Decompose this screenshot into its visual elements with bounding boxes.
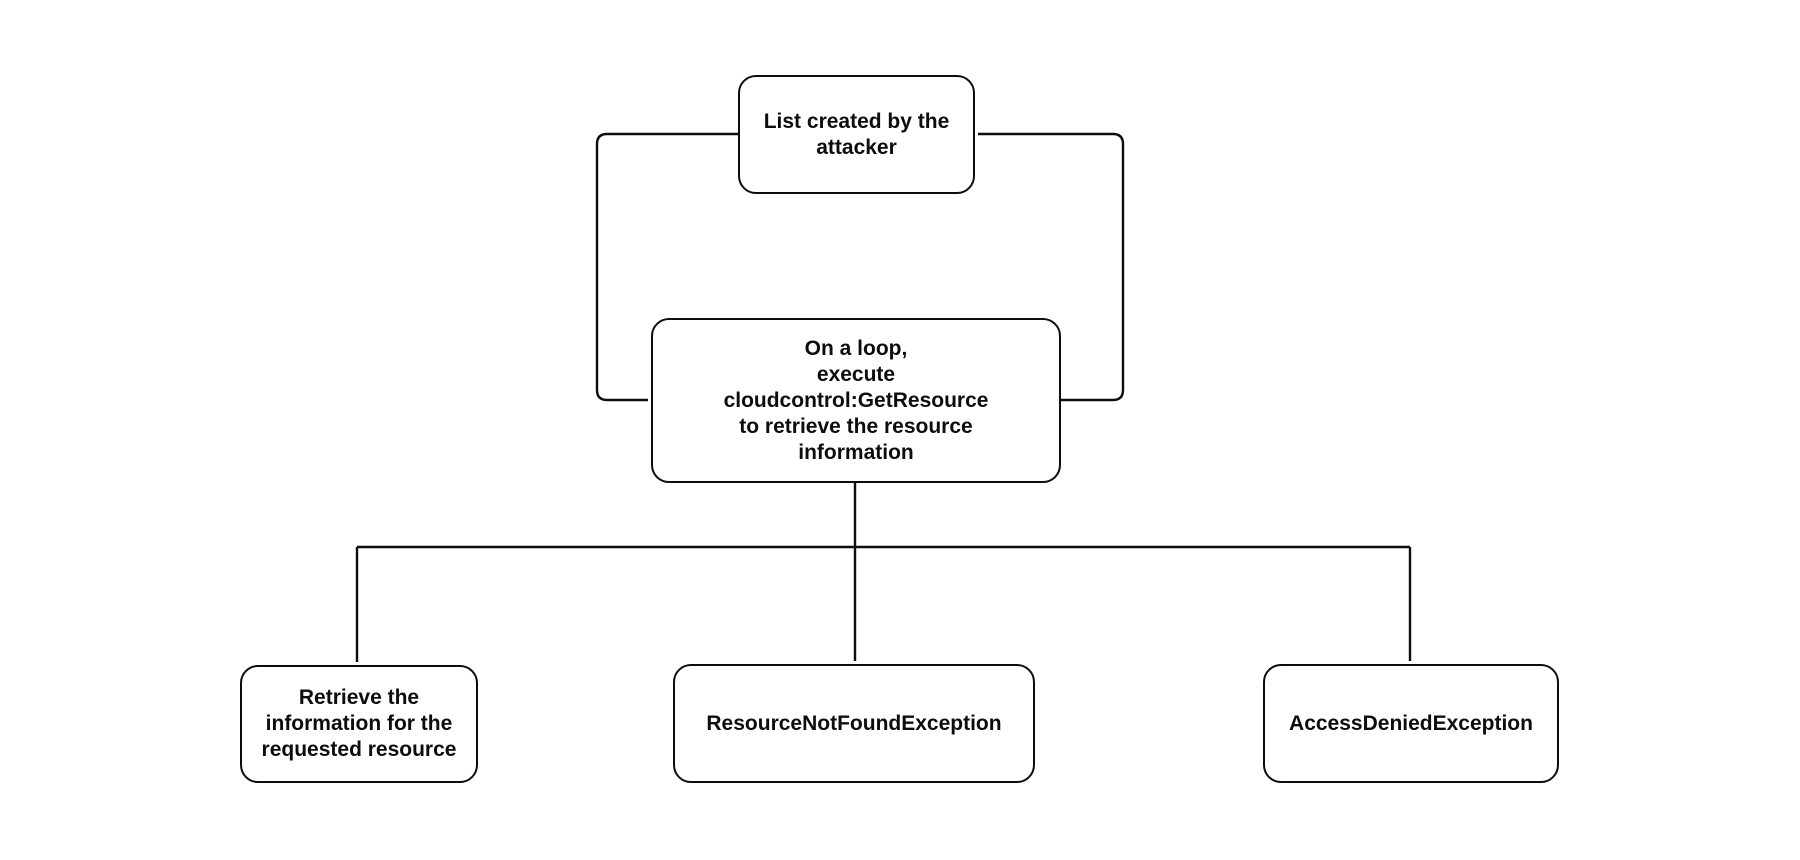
node-resource-not-found-exception: ResourceNotFoundException: [673, 664, 1035, 783]
node-retrieve-resource-info: Retrieve the information for the request…: [240, 665, 478, 783]
connector-topbox-to-loopbox: [595, 132, 738, 402]
node-access-denied-exception: AccessDeniedException: [1263, 664, 1559, 783]
connector-loopbox-to-topbox: [978, 132, 1125, 402]
node-list-created-by-attacker: List created by the attacker: [738, 75, 975, 194]
node-loop-execute-getresource: On a loop, execute cloudcontrol:GetResou…: [651, 318, 1061, 483]
